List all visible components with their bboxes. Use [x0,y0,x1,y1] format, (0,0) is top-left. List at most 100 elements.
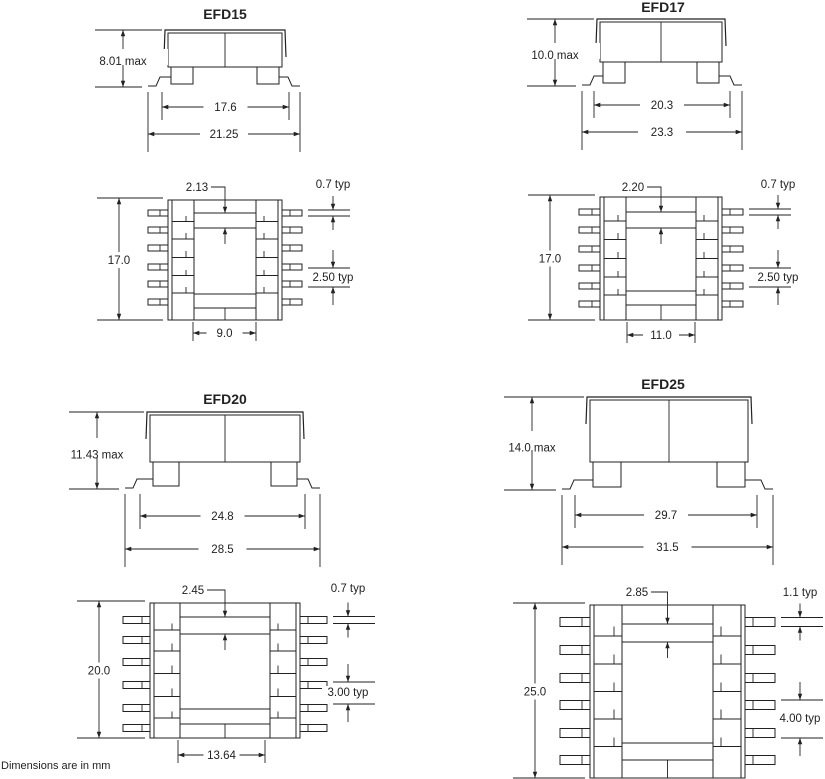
pin [559,728,591,738]
label-gap [752,271,806,284]
left-terminal-column [171,199,195,321]
part-title: EFD17 [641,0,685,15]
clip [585,396,753,425]
pitch-label: 2.50 typ [758,272,799,284]
left-terminal-column [153,602,181,739]
side-view: 14.0 max 29.7 31.5 [487,396,774,565]
pin [721,245,744,253]
part-title: EFD15 [203,6,247,22]
core-width-label: 9.0 [217,328,233,340]
inner-width-label: 24.8 [211,511,233,523]
right-foot [696,61,720,84]
left-foot [592,461,622,488]
clip [163,29,287,58]
pin-width-label: 1.1 typ [783,587,818,599]
right-foot [270,461,298,487]
pin [578,226,601,234]
outer-width-label: 21.25 [210,129,239,141]
clip [145,411,305,440]
length-label: 17.0 [108,255,130,267]
window-leader [211,186,228,213]
pin [281,263,303,271]
left-foot [170,66,194,85]
pin [744,673,776,683]
right-lead [745,479,773,490]
pin [122,724,151,732]
outer-width-label: 28.5 [211,544,233,556]
inner-width-label: 20.3 [651,100,673,112]
label-gap [640,98,684,112]
pin [299,724,328,732]
window-leader [651,591,670,624]
pin [122,681,151,689]
height-label: 11.43 max [71,450,124,462]
label-gap [643,328,679,342]
pin [122,658,151,666]
pin [744,755,776,765]
pin [578,264,601,272]
label-gap [200,509,245,523]
outer-width-label: 31.5 [656,542,678,554]
pitch-label: 3.00 typ [328,687,369,699]
pitch-label: 4.00 typ [780,713,821,725]
pin [281,280,303,288]
label-gap [322,686,376,699]
left-lead [582,75,603,86]
label-gap [487,431,577,450]
right-foot [716,461,746,488]
inner-width-label: 29.7 [655,510,677,522]
right-lead [279,76,300,87]
label-gap [52,438,142,457]
pin [721,264,744,272]
pin [147,298,169,306]
left-lead [125,478,153,489]
left-lead [148,76,171,87]
window-label: 2.20 [622,182,644,194]
right-lead [297,478,320,489]
height-label: 14.0 max [508,443,556,455]
label-gap [307,271,361,284]
pin [721,300,744,308]
label-gap [203,748,240,762]
length-label: 17.0 [539,254,561,266]
pin [147,280,169,288]
pin [744,700,776,710]
height-label: 8.01 max [99,56,147,68]
pin [299,658,328,666]
pin [122,616,151,624]
pin [122,704,151,712]
pin [744,645,776,655]
pin [721,282,744,290]
left-foot [602,61,626,84]
right-lead [719,75,742,86]
pin [744,728,776,738]
core-width-label: 13.64 [207,750,236,762]
part-title: EFD20 [203,391,247,407]
pin [721,226,744,234]
part-title: EFD25 [641,376,685,392]
core-width-label: 11.0 [650,330,672,342]
height-label: 10.0 max [531,50,579,62]
pin [559,673,591,683]
label-gap [517,683,553,700]
label-gap [532,250,568,267]
window-leader [647,186,664,212]
right-foot [256,66,280,85]
pin [299,636,328,644]
units-note: Dimensions are in mm [1,760,111,772]
pin-width-label: 0.7 typ [331,583,366,595]
label-gap [81,662,117,679]
right-terminal-column [255,199,279,321]
pin [299,616,328,624]
pin [281,226,303,234]
length-label: 25.0 [524,687,546,699]
pin [147,263,169,271]
pin [147,226,169,234]
